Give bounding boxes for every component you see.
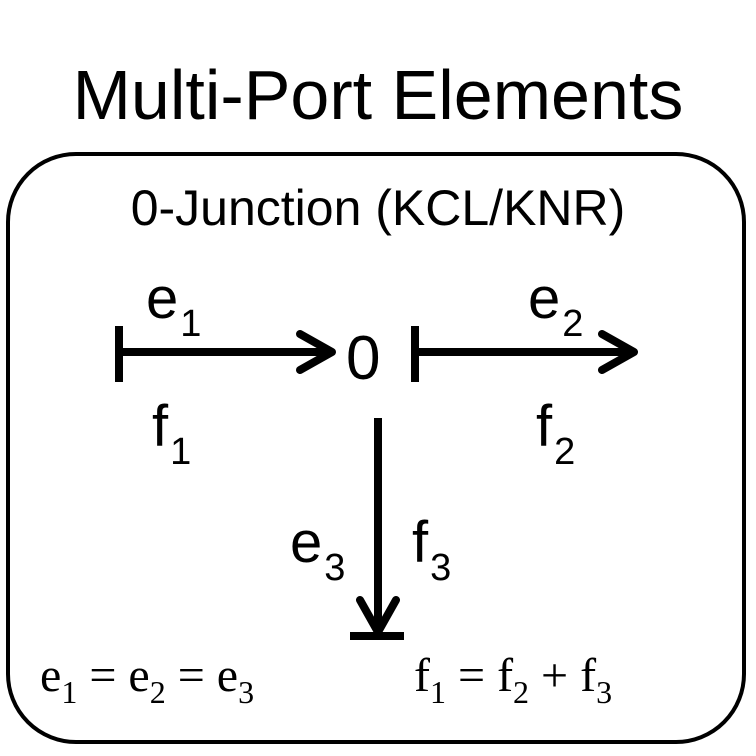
bond-3-flow-subscript: 3 [430,547,452,589]
flow-eq-op-2: + [529,649,581,702]
bond-2-effort-subscript: 2 [562,303,584,345]
flow-eq-sub-2: 2 [513,674,530,710]
bond-1-flow-subscript: 1 [170,431,192,473]
flow-eq-term-1: f [414,649,430,702]
bond-1-effort-subscript: 1 [180,303,202,345]
bond-3-effort-subscript: 3 [324,547,346,589]
bond-3-effort-label: e3 [290,514,345,590]
flow-equation: f1 = f2 + f3 [414,646,612,710]
effort-eq-op-1: = [77,649,129,702]
bond-2-flow-label: f2 [536,398,575,474]
bond-1 [115,326,336,382]
effort-eq-op-2: = [165,649,217,702]
effort-eq-term-3: e [216,649,239,702]
flow-eq-term-3: f [580,649,597,702]
bond-2-half-arrow [598,330,638,374]
effort-eq-sub-3: 3 [238,674,255,710]
bond-3 [350,418,404,640]
flow-eq-sub-1: 1 [429,674,446,710]
bond-1-effort-label: e1 [146,270,201,346]
zero-junction-symbol: 0 [346,324,381,393]
bond-2-flow-subscript: 2 [554,431,576,473]
diagram-title: Multi-Port Elements [72,56,684,134]
bond-3-flow-symbol: f [412,510,429,575]
bond-2-effort-label: e2 [528,270,583,346]
effort-eq-term-2: e [128,649,150,702]
bond-2-flow-symbol: f [536,394,553,459]
flow-eq-sub-3: 3 [596,674,613,710]
effort-eq-sub-1: 1 [61,674,78,710]
junction-subtitle: 0-Junction (KCL/KNR) [130,180,626,236]
effort-eq-sub-2: 2 [149,674,166,710]
effort-equation: e1 = e2 = e3 [40,646,254,710]
bond-1-flow-label: f1 [152,398,191,474]
bond-3-flow-label: f3 [412,514,451,590]
bond-2-effort-symbol: e [528,266,561,331]
effort-eq-term-1: e [40,649,62,702]
bond-3-effort-symbol: e [290,510,323,575]
flow-eq-op-1: = [445,649,498,702]
bond-1-half-arrow [296,330,336,374]
bond-1-effort-symbol: e [146,266,179,331]
bond-1-flow-symbol: f [152,394,169,459]
junction-frame [6,152,746,744]
flow-eq-term-2: f [497,649,514,702]
bond-2 [411,326,638,382]
